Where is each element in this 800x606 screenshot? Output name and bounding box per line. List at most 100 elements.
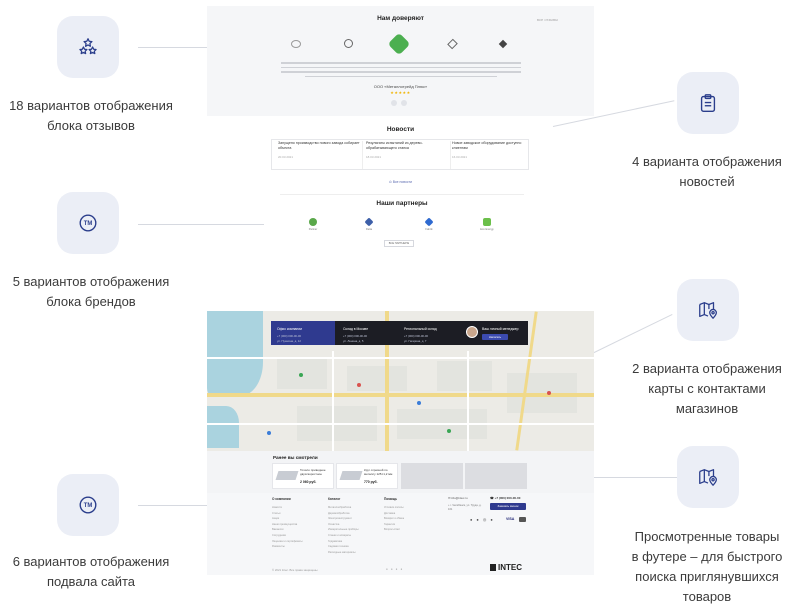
product-image — [339, 471, 363, 480]
viewed-connector — [583, 477, 677, 478]
news-feature-icon-tile — [677, 72, 739, 134]
instagram-icon[interactable]: ● — [395, 567, 401, 571]
footer-col-catalog: Каталог Металлообработка Деревообработка… — [328, 497, 359, 554]
map-connector — [585, 313, 673, 357]
instagram-icon[interactable]: ◎ — [482, 517, 491, 522]
viewed-product-card[interactable]: Точило приводное двухскоростное 2 060 ру… — [272, 463, 334, 489]
review-text — [281, 62, 521, 77]
footer-col-company: О компании Новости Статьи Акции Наши пре… — [272, 497, 303, 549]
map-pin-icon — [699, 302, 717, 319]
brands-connector — [138, 224, 264, 225]
client-logo-4 — [498, 39, 508, 49]
mail-icon: ✉ — [448, 496, 451, 500]
reviews-caption: 18 вариантов отображения блока отзывов — [9, 98, 173, 133]
phone-icon: ☎ — [490, 496, 494, 500]
manager-contact: Ваш личный менеджер — [482, 327, 519, 331]
partner-item[interactable]: Eco Energy — [476, 218, 498, 231]
map-pin[interactable] — [547, 391, 551, 395]
footer-address: ⌖ г. Челябинск, ул. Труда, д. 161 — [448, 504, 482, 511]
partner-item[interactable]: Delta — [358, 217, 380, 231]
footer-social-small: ●●●● — [386, 567, 405, 571]
footer-brand-logo: INTEC — [490, 563, 522, 572]
client-logo-1 — [291, 40, 301, 48]
trademark-icon: TM — [79, 496, 97, 514]
vk-icon[interactable]: ● — [386, 567, 391, 571]
svg-text:TM: TM — [84, 503, 93, 509]
reviews-feature-icon-tile — [57, 16, 119, 78]
news-list-frame — [271, 139, 529, 170]
viewed-product-card[interactable]: Круг отрезной по металлу 125×1,2 мм 770 … — [336, 463, 398, 489]
map-pin[interactable] — [357, 383, 361, 387]
review-next-button[interactable] — [401, 100, 407, 106]
news-caption: 4 варианта отображения новостей — [632, 154, 782, 189]
clipboard-icon — [700, 94, 716, 112]
partner-item[interactable]: Fabrik — [418, 217, 440, 231]
review-rating: ★★★★★ — [390, 90, 411, 95]
reviews-preview-panel: Нам доверяют все отзывы ООО «Металлотрей… — [207, 6, 594, 116]
manager-avatar — [466, 326, 478, 338]
map-pin[interactable] — [417, 401, 421, 405]
ok-icon[interactable]: ● — [476, 517, 483, 522]
map-pin[interactable] — [447, 429, 451, 433]
product-image — [275, 471, 299, 480]
recently-viewed-title: Ранее вы смотрели — [273, 455, 318, 460]
contacts-map[interactable] — [207, 311, 594, 451]
news-card[interactable]: Новое заводское оборудование доступно кл… — [452, 141, 522, 159]
map-lake — [207, 311, 263, 396]
reviewer-name: ООО «Металлотрейд Плюс» — [373, 84, 428, 89]
partner-logo — [424, 217, 434, 227]
map-pin[interactable] — [267, 431, 271, 435]
regional-contact: Региональный склад +7 (000) 000-00-00 ул… — [404, 327, 437, 343]
svg-text:TM: TM — [84, 221, 93, 227]
footer-phone[interactable]: ☎ +7 (000) 000-00-00 — [490, 496, 521, 500]
viewed-caption: Просмотренные товары в футере – для быст… — [631, 529, 783, 604]
news-card[interactable]: Результаты испытаний из дерево-обрабатыв… — [366, 141, 451, 169]
reviews-connector — [138, 47, 208, 48]
recently-viewed-panel — [207, 451, 594, 493]
footer-col-help: Помощь Условия оплаты Доставка Возврат и… — [384, 497, 405, 532]
partner-logo — [364, 217, 374, 227]
footer-connector — [138, 505, 264, 506]
viewed-placeholder — [465, 463, 527, 489]
office-contact-card — [271, 321, 335, 345]
map-pin[interactable] — [299, 373, 303, 377]
client-logo-featured — [387, 32, 411, 56]
stars-icon — [79, 38, 97, 55]
telegram-icon[interactable]: ● — [490, 517, 497, 522]
partner-item[interactable]: Partner — [302, 218, 324, 231]
social-links: ●●◎● — [470, 517, 497, 522]
footer-email[interactable]: ✉ info@intec.ru — [448, 496, 468, 500]
map-pin-icon — [699, 469, 717, 486]
news-preview-panel — [262, 120, 539, 190]
footer-copyright: © 2021 Intec. Все права защищены — [272, 568, 318, 572]
partner-logo — [483, 218, 491, 226]
warehouse-contact: Склад в Москве +7 (000) 000-00-00 ул. Ле… — [343, 327, 369, 343]
partners-title: Наши партнеры — [376, 200, 428, 207]
all-partners-button[interactable]: ВСЕ ПАРТНЕРЫ — [384, 240, 414, 247]
write-manager-button[interactable]: Написать — [482, 334, 508, 340]
review-prev-button[interactable] — [391, 100, 397, 106]
payment-visa-icon: VISA — [506, 517, 515, 521]
trademark-icon: TM — [79, 214, 97, 232]
client-logo-3 — [447, 38, 458, 50]
client-logo-2 — [344, 39, 353, 48]
ok-icon[interactable]: ● — [390, 567, 396, 571]
all-news-link[interactable]: ⊙ Все новости — [388, 180, 413, 184]
viewed-placeholder — [401, 463, 463, 489]
reviews-title: Нам доверяют — [377, 15, 424, 22]
viewed-feature-icon-tile — [677, 446, 739, 508]
footer-feature-icon-tile: TM — [57, 474, 119, 536]
footer-caption: 6 вариантов отображения подвала сайта — [12, 554, 170, 589]
map-caption: 2 варианта отображения карты с контактам… — [632, 361, 782, 416]
office-contact: Офис компании +7 (000) 000-00-00 ул. Пуш… — [277, 327, 303, 343]
all-reviews-link[interactable]: все отзывы — [536, 17, 558, 22]
callback-button[interactable]: Заказать звонок — [490, 503, 526, 510]
news-title: Новости — [386, 126, 415, 133]
vk-icon[interactable]: ● — [470, 517, 477, 522]
telegram-icon[interactable]: ● — [400, 567, 406, 571]
footer-preview-panel — [207, 493, 594, 575]
brands-feature-icon-tile: TM — [57, 192, 119, 254]
news-card[interactable]: Запущено производство нового завода соби… — [278, 141, 363, 169]
partner-logo — [309, 218, 317, 226]
payment-card-icon — [519, 517, 526, 522]
